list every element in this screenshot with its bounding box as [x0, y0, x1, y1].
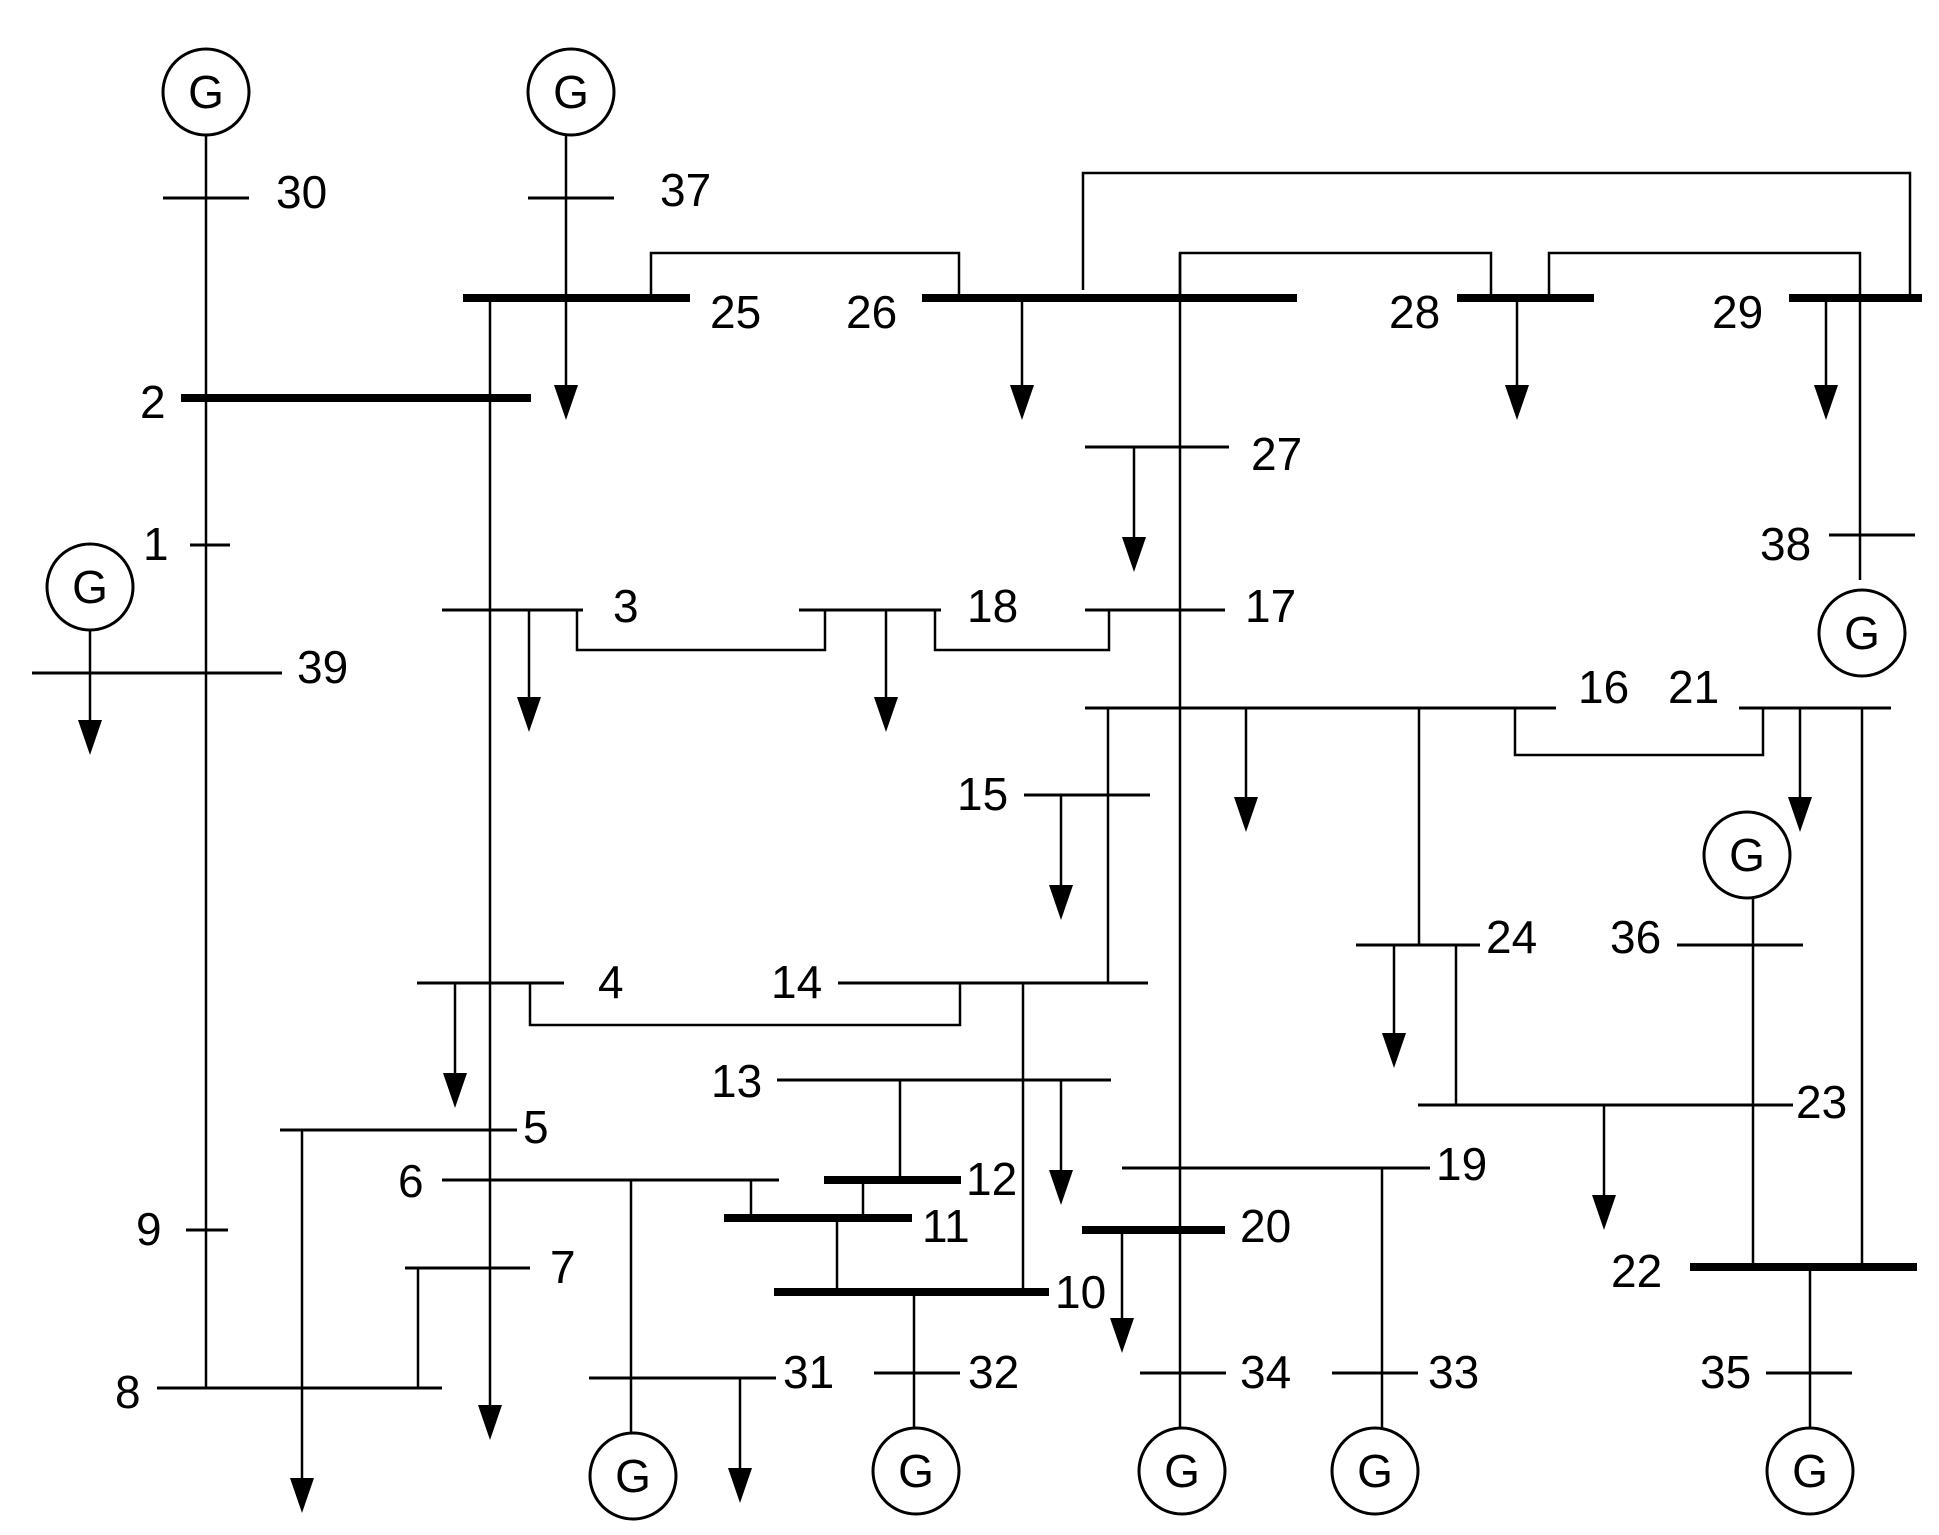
load-24	[1382, 945, 1406, 1068]
bus-label-9: 9	[136, 1203, 162, 1255]
bus-label-24: 24	[1486, 911, 1537, 963]
bus-label-5: 5	[523, 1101, 549, 1153]
bus-label-1: 1	[143, 518, 169, 570]
load-21	[1788, 708, 1812, 832]
bus-label-26: 26	[846, 286, 897, 338]
load-18	[874, 610, 898, 732]
line-16-21	[1513, 708, 1765, 757]
line-26-34	[1178, 251, 1493, 298]
generator-33-label: G	[1357, 1445, 1393, 1497]
bus-label-14: 14	[771, 956, 822, 1008]
bus-label-27: 27	[1251, 428, 1302, 480]
bus-label-17: 17	[1245, 580, 1296, 632]
bus-label-12: 12	[966, 1153, 1017, 1205]
load-8	[290, 1478, 314, 1513]
generator-36-label: G	[1729, 829, 1765, 881]
bus-label-34: 34	[1240, 1346, 1291, 1398]
bus-label-38: 38	[1760, 518, 1811, 570]
line-18-17	[933, 610, 1111, 652]
bus-label-36: 36	[1610, 911, 1661, 963]
bus-label-30: 30	[276, 166, 327, 218]
generator-32: G	[871, 1426, 961, 1516]
load-15	[1049, 795, 1073, 920]
bus-label-18: 18	[967, 580, 1018, 632]
loads	[78, 298, 1838, 1513]
line-28-29	[1547, 251, 1862, 298]
generator-34-label: G	[1164, 1445, 1200, 1497]
line-3-18	[575, 610, 827, 652]
bus-label-28: 28	[1389, 286, 1440, 338]
bus-label-31: 31	[783, 1346, 834, 1398]
generator-36: G	[1702, 810, 1792, 900]
bus-label-22: 22	[1611, 1245, 1662, 1297]
connection-lines	[204, 136, 1912, 1490]
load-31	[728, 1378, 752, 1503]
generator-39-label: G	[72, 561, 108, 613]
bus-label-39: 39	[297, 641, 348, 693]
line-4-14	[528, 983, 962, 1027]
bus-label-8: 8	[115, 1366, 141, 1418]
bus-label-4: 4	[598, 956, 624, 1008]
generator-35-label: G	[1792, 1445, 1828, 1497]
generator-35: G	[1765, 1426, 1855, 1516]
bus-label-3: 3	[613, 580, 639, 632]
bus-label-32: 32	[968, 1346, 1019, 1398]
generator-37-label: G	[553, 66, 589, 118]
generator-33: G	[1330, 1426, 1420, 1516]
bus-label-35: 35	[1700, 1346, 1751, 1398]
line-26-29	[1081, 171, 1912, 298]
bus-label-2: 2	[140, 376, 166, 428]
load-3	[517, 610, 541, 732]
generator-31-label: G	[615, 1450, 651, 1502]
load-13	[1049, 1080, 1073, 1205]
generator-37: G	[526, 47, 616, 137]
bus-label-16: 16	[1578, 661, 1629, 713]
load-23	[1592, 1105, 1616, 1230]
bus-labels: 30 37 25 26 28 29 2 27 1 38 3 18 17 39 1…	[115, 164, 1847, 1418]
load-27	[1122, 447, 1146, 572]
bus-label-25: 25	[710, 286, 761, 338]
bus-label-6: 6	[398, 1155, 424, 1207]
load-16	[1234, 708, 1258, 832]
bus-label-7: 7	[550, 1241, 576, 1293]
bus-label-13: 13	[711, 1055, 762, 1107]
bus-label-29: 29	[1712, 286, 1763, 338]
bus-label-15: 15	[957, 768, 1008, 820]
generator-30: G	[161, 47, 251, 137]
bus-label-20: 20	[1240, 1200, 1291, 1252]
bus-label-21: 21	[1668, 661, 1719, 713]
bus-label-33: 33	[1428, 1346, 1479, 1398]
line-25-26	[649, 251, 961, 298]
bus-label-11: 11	[922, 1200, 970, 1252]
load-7	[478, 1405, 502, 1440]
load-25	[554, 385, 578, 420]
load-26	[1010, 298, 1034, 420]
load-39	[78, 673, 102, 755]
generator-38: G	[1817, 588, 1907, 678]
generator-32-label: G	[898, 1445, 934, 1497]
load-29	[1814, 298, 1838, 420]
bus-label-23: 23	[1796, 1076, 1847, 1128]
generator-34: G	[1137, 1426, 1227, 1516]
generator-39: G	[45, 542, 135, 673]
load-4	[443, 983, 467, 1108]
generator-31: G	[588, 1431, 678, 1521]
generator-30-label: G	[188, 66, 224, 118]
bus-label-10: 10	[1055, 1266, 1106, 1318]
bus-bars	[32, 196, 1922, 1390]
generator-38-label: G	[1844, 607, 1880, 659]
bus-label-37: 37	[660, 164, 711, 216]
load-28	[1505, 298, 1529, 420]
generators: G G G G G G G G	[45, 47, 1907, 1521]
load-20	[1110, 1230, 1134, 1353]
bus-label-19: 19	[1436, 1138, 1487, 1190]
